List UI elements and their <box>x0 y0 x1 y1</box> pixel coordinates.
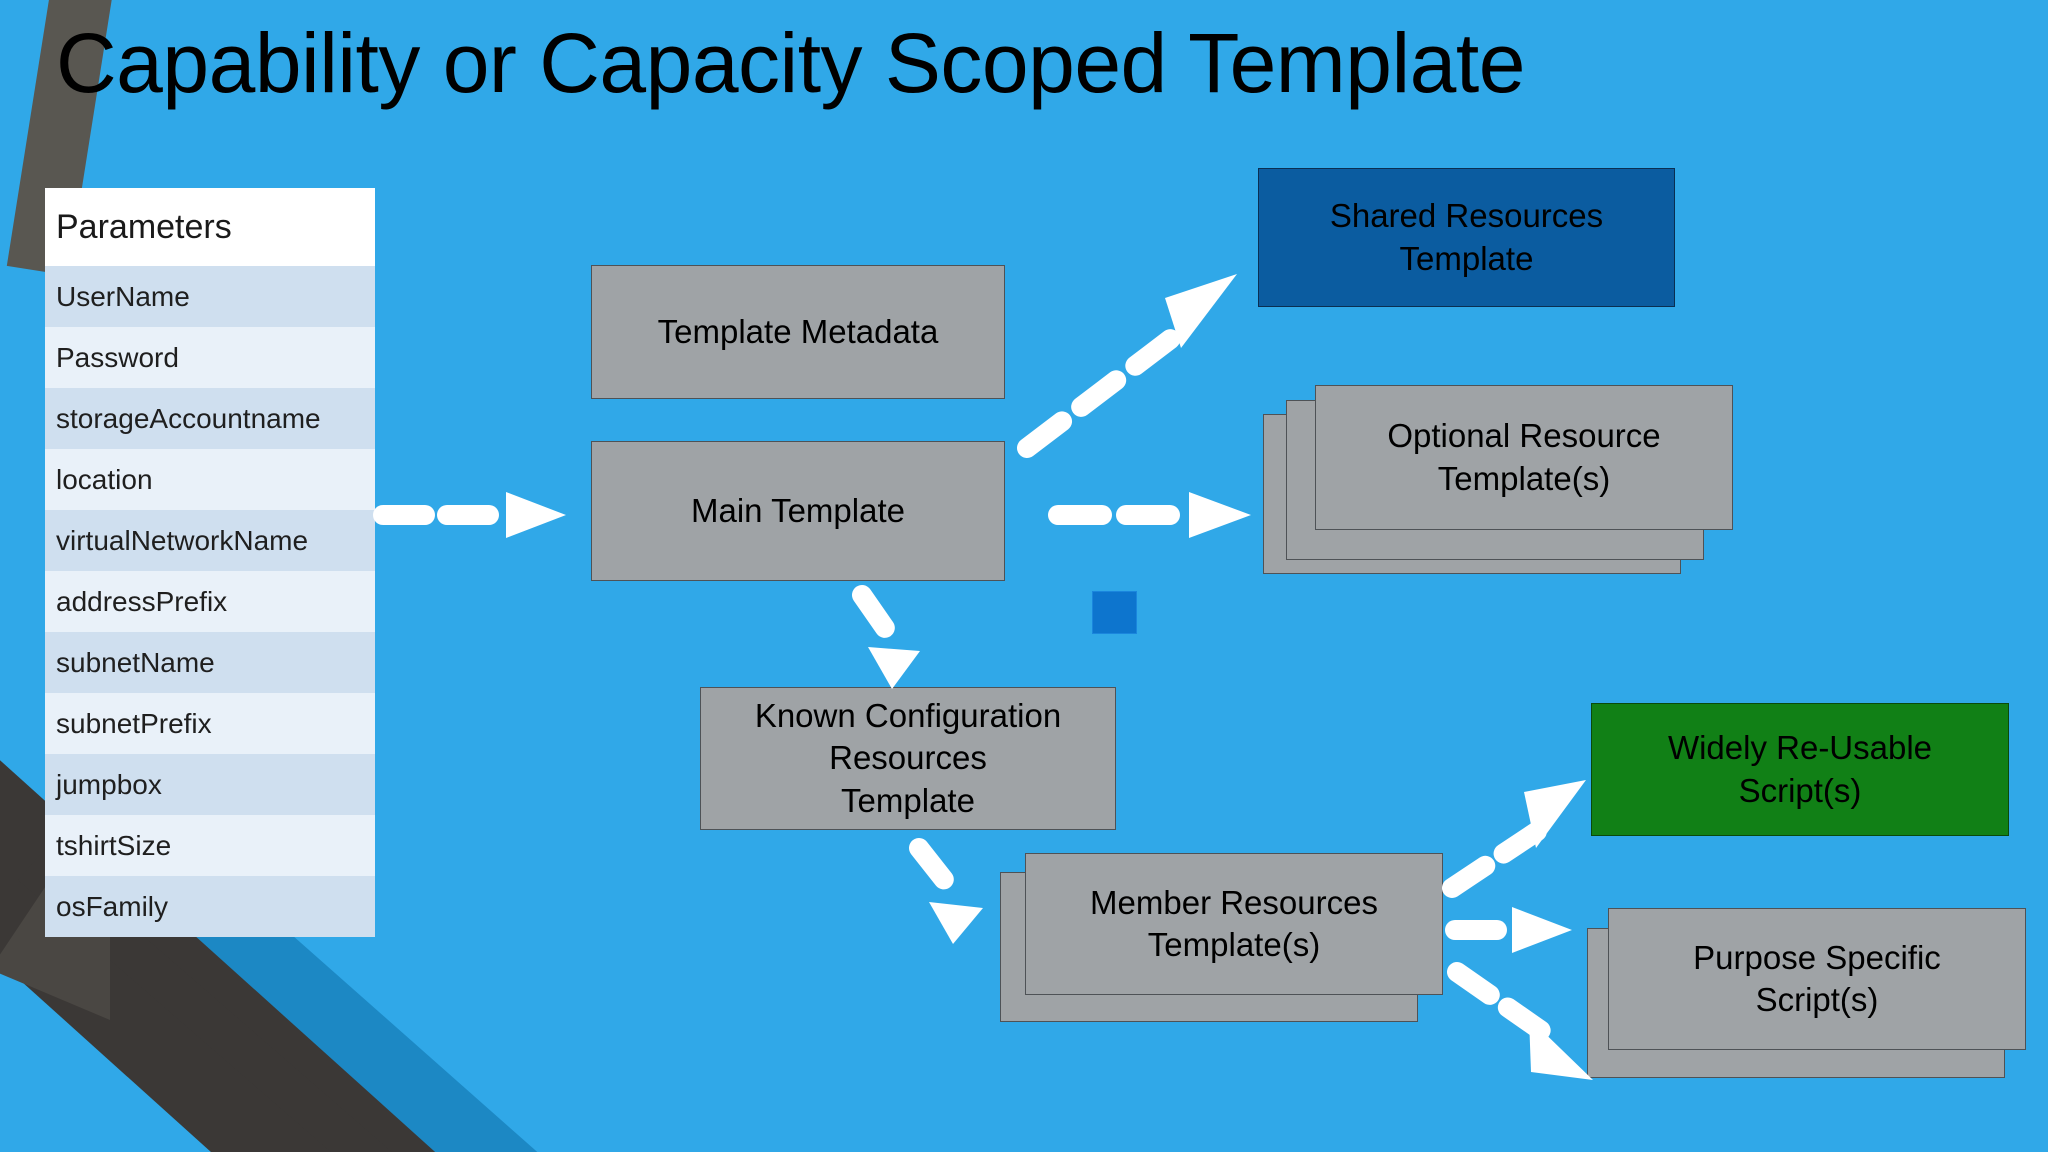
parameter-row-tshirtsize: tshirtSize <box>45 815 375 876</box>
node-purpose-specific-script-line2: Script(s) <box>1755 981 1879 1018</box>
node-optional-resource-template-line2: Template(s) <box>1437 459 1611 497</box>
node-member-resources-line1: Member Resources <box>1090 883 1378 921</box>
node-known-configuration-resources-template: Known Configuration Resources Template <box>700 687 1116 830</box>
parameter-row-subnetprefix: subnetPrefix <box>45 693 375 754</box>
arrow-member-to-purpose-specific-script <box>1445 907 1572 953</box>
arrow-main-to-known-configuration <box>852 585 920 689</box>
node-optional-resource-template: Optional Resource Template(s) <box>1315 385 1733 530</box>
node-main-template: Main Template <box>591 441 1005 581</box>
arrow-main-to-optional-resource <box>1048 492 1251 538</box>
parameter-row-addressprefix: addressPrefix <box>45 571 375 632</box>
node-widely-reusable-script: Widely Re-Usable Script(s) <box>1591 703 2009 836</box>
arrow-main-to-shared-resources <box>1017 274 1237 458</box>
parameters-table-header: Parameters <box>45 188 375 266</box>
parameter-row-storageaccountname: storageAccountname <box>45 388 375 449</box>
node-template-metadata: Template Metadata <box>591 265 1005 399</box>
accent-square <box>1092 591 1137 634</box>
parameter-row-subnetname: subnetName <box>45 632 375 693</box>
node-main-template-label: Main Template <box>690 491 905 529</box>
node-shared-resources-template-line2: Template <box>1399 239 1534 277</box>
node-member-resources-template: Member Resources Template(s) <box>1025 853 1443 995</box>
parameter-row-jumpbox: jumpbox <box>45 754 375 815</box>
node-member-resources-line2: Template(s) <box>1147 926 1321 963</box>
node-known-config-line1: Known Configuration <box>754 697 1062 735</box>
node-known-config-line3: Template <box>841 781 975 819</box>
parameter-row-osfamily: osFamily <box>45 876 375 937</box>
arrow-parameters-to-main-template <box>373 492 566 538</box>
page-title: Capability or Capacity Scoped Template <box>56 16 1525 110</box>
parameters-table: Parameters UserName Password storageAcco… <box>45 188 375 937</box>
node-optional-resource-template-line1: Optional Resource <box>1387 417 1661 455</box>
parameter-row-password: Password <box>45 327 375 388</box>
node-widely-reusable-script-line1: Widely Re-Usable <box>1667 729 1933 767</box>
parameter-row-location: location <box>45 449 375 510</box>
parameter-row-username: UserName <box>45 266 375 327</box>
node-shared-resources-template-line1: Shared Resources <box>1329 197 1604 235</box>
node-purpose-specific-script-line1: Purpose Specific <box>1693 938 1941 976</box>
node-purpose-specific-script: Purpose Specific Script(s) <box>1608 908 2026 1050</box>
node-widely-reusable-script-line2: Script(s) <box>1738 771 1862 809</box>
node-known-config-line2: Resources <box>829 739 987 777</box>
node-template-metadata-label: Template Metadata <box>657 312 939 350</box>
node-shared-resources-template: Shared Resources Template <box>1258 168 1675 307</box>
parameter-row-virtualnetworkname: virtualNetworkName <box>45 510 375 571</box>
